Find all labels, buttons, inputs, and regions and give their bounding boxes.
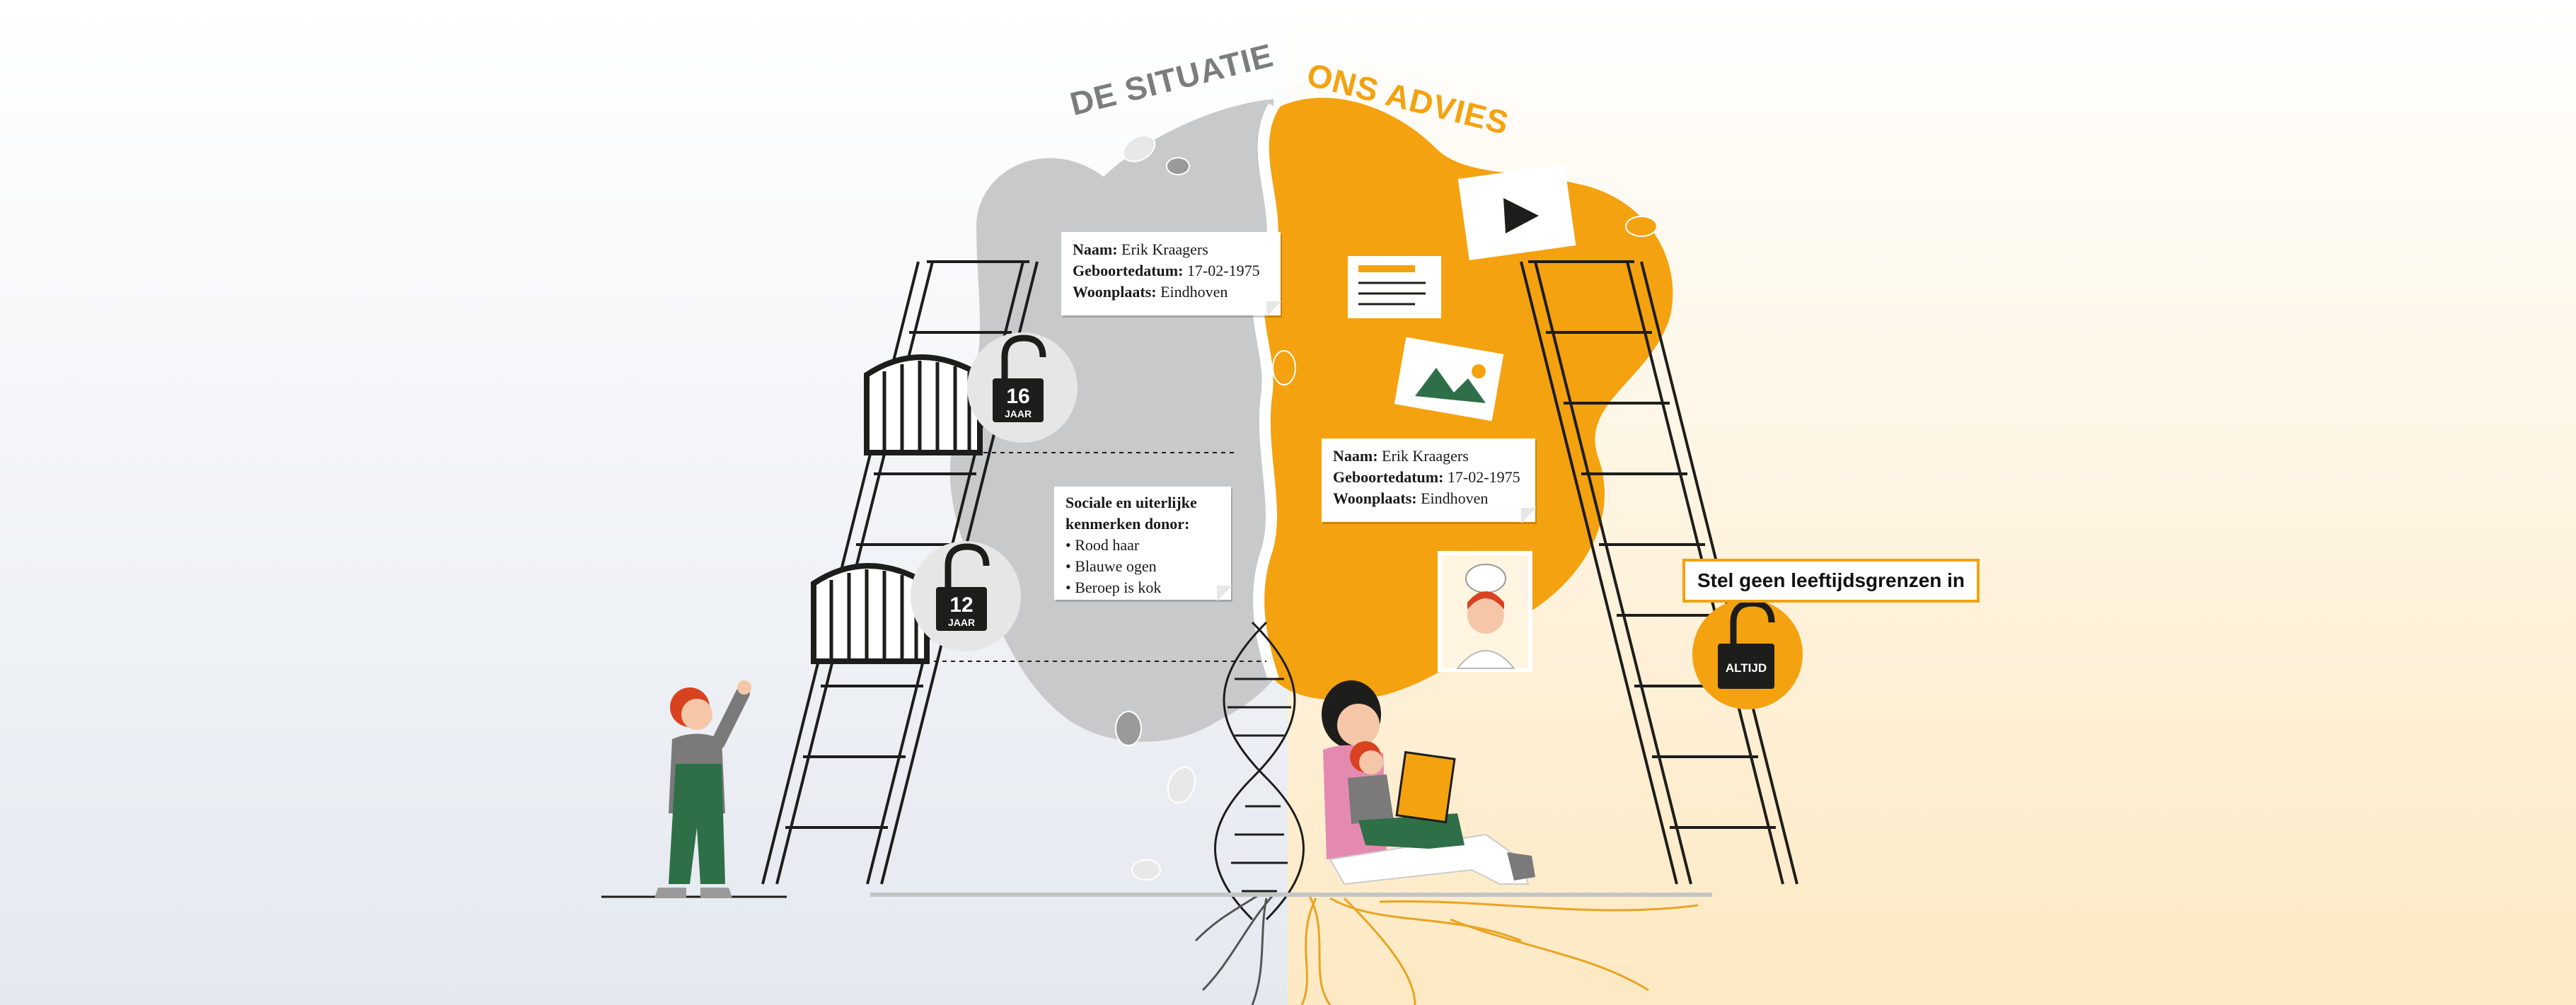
roots-grey-icon [1194, 893, 1275, 1005]
advice-identity-card: Naam: Erik Kraagers Geboortedatum: 17-02… [1322, 438, 1537, 523]
lock-16-unit: JAAR [1005, 408, 1032, 419]
lock-16-number: 16 [1006, 385, 1029, 408]
lock-always-icon: ALTIJD [1692, 599, 1803, 709]
leaf-icons [1115, 134, 1658, 881]
gate-12-icon [811, 563, 930, 664]
lock-12-number: 12 [949, 593, 973, 617]
image-card-icon [1394, 337, 1504, 422]
document-card-icon [1348, 256, 1441, 318]
traits-list: Rood haar Blauwe ogen Beroep is kok [1065, 535, 1220, 598]
video-card-icon [1457, 163, 1576, 261]
advice-city-value: Eindhoven [1421, 489, 1489, 507]
roots-icon [1300, 894, 1699, 1005]
page-fold-icon [1266, 301, 1282, 317]
situation-name-label: Naam: [1073, 240, 1118, 258]
traits-item: Rood haar [1065, 535, 1220, 556]
lock-12-unit: JAAR [948, 617, 975, 628]
advice-label-box: Stel geen leeftijdsgrenzen in [1682, 559, 1980, 603]
advice-name-value: Erik Kraagers [1382, 447, 1469, 465]
child-figure-icon [654, 680, 751, 898]
chef-photo-icon [1438, 551, 1532, 672]
traits-title-line1: Sociale en uiterlijke [1065, 494, 1197, 511]
advice-name-label: Naam: [1333, 447, 1378, 465]
situation-city-label: Woonplaats: [1073, 283, 1157, 301]
reading-figures-icon [1322, 680, 1535, 885]
page-fold-icon [1521, 508, 1537, 523]
situation-city-value: Eindhoven [1160, 283, 1228, 301]
situation-dob-value: 17-02-1975 [1186, 262, 1260, 279]
page-fold-icon [1217, 586, 1232, 601]
dna-helix-icon [1214, 621, 1305, 921]
gate-16-icon [864, 354, 983, 455]
situation-name-value: Erik Kraagers [1121, 240, 1208, 258]
ladder-right [1520, 260, 1798, 885]
divider-wave [1252, 103, 1279, 681]
traits-item: Beroep is kok [1065, 577, 1220, 598]
advice-dob-value: 17-02-1975 [1447, 468, 1520, 486]
advice-dob-label: Geboortedatum: [1333, 468, 1444, 486]
situation-dob-label: Geboortedatum: [1073, 262, 1184, 279]
situation-identity-card: Naam: Erik Kraagers Geboortedatum: 17-02… [1061, 232, 1282, 317]
lock-12-icon: 12 JAAR [911, 541, 1021, 651]
lock-16-icon: 16 JAAR [967, 332, 1078, 443]
lock-always-label: ALTIJD [1726, 661, 1767, 675]
advice-city-label: Woonplaats: [1333, 489, 1417, 507]
donor-traits-card: Sociale en uiterlijke kenmerken donor: R… [1054, 487, 1232, 601]
traits-item: Blauwe ogen [1065, 556, 1220, 577]
traits-title-line2: kenmerken donor: [1065, 515, 1190, 533]
